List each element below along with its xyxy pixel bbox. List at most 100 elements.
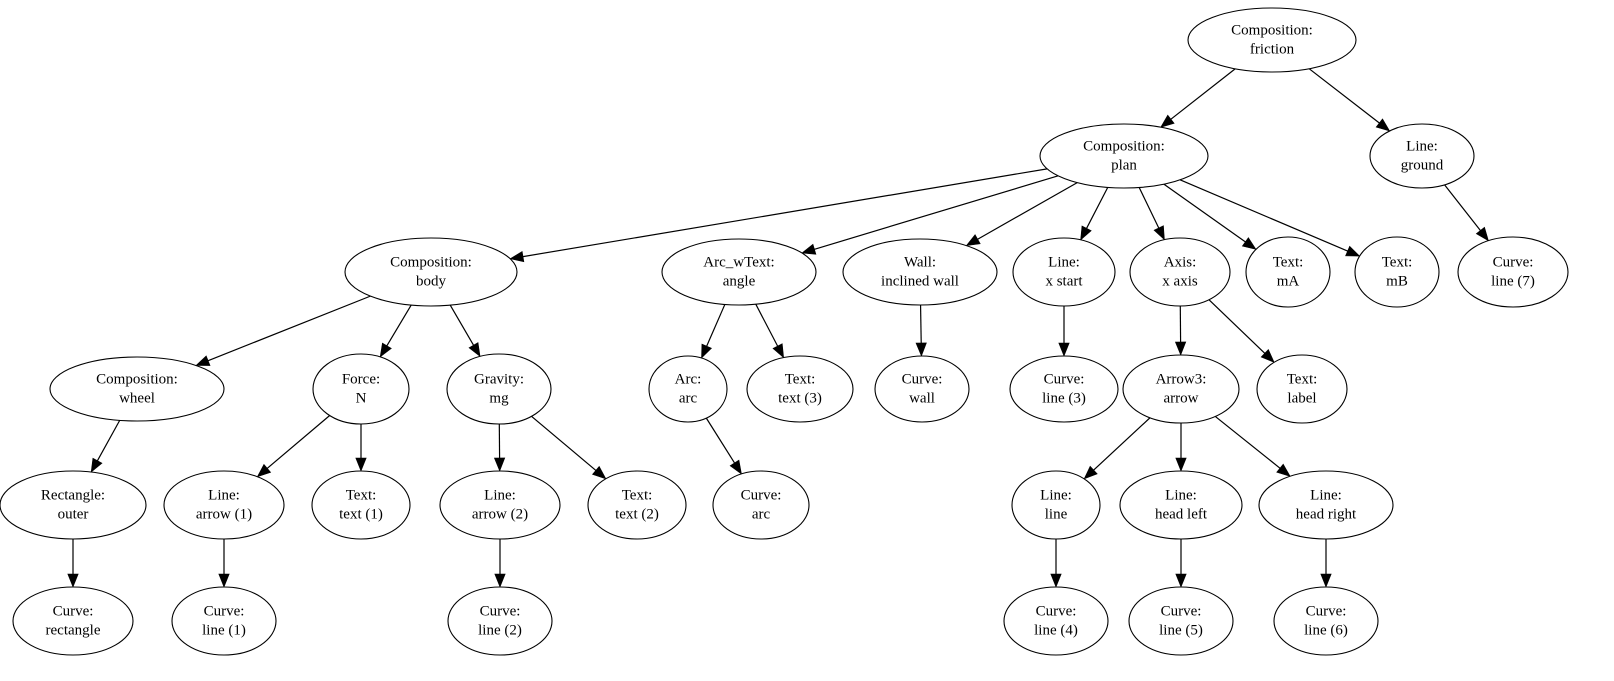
graph-node-xaxis[interactable]: Axis:x axis — [1129, 237, 1231, 307]
graph-node-friction[interactable]: Composition:friction — [1187, 7, 1357, 73]
graph-node-body[interactable]: Composition:body — [344, 237, 518, 307]
node-ellipse[interactable] — [1245, 236, 1331, 308]
graph-node-mA[interactable]: Text:mA — [1245, 236, 1331, 308]
edge-plan-to-mB — [1179, 179, 1361, 257]
graph-node-arrow1[interactable]: Line:arrow (1) — [163, 470, 285, 540]
node-ellipse[interactable] — [0, 470, 147, 540]
node-ellipse[interactable] — [447, 586, 553, 656]
graph-node-headleft[interactable]: Line:head left — [1119, 470, 1243, 540]
graph-node-crect[interactable]: Curve:rectangle — [12, 586, 134, 656]
graph-node-text1[interactable]: Text:text (1) — [311, 470, 411, 540]
edge-plan-to-mA — [1163, 183, 1257, 250]
graph-node-cline5[interactable]: Curve:line (5) — [1128, 586, 1234, 656]
graph-node-plan[interactable]: Composition: plan — [1039, 123, 1209, 189]
graph-node-wall[interactable]: Wall:inclined wall — [842, 238, 998, 306]
node-ellipse[interactable] — [648, 355, 728, 423]
node-label-type: Curve: — [1044, 371, 1085, 387]
node-label-type: Composition: — [1083, 138, 1165, 154]
node-ellipse[interactable] — [661, 238, 817, 306]
node-ellipse[interactable] — [746, 355, 854, 423]
edge-rectouter-to-crect — [67, 539, 79, 588]
arrowhead-icon — [355, 457, 367, 472]
graph-node-arrow2[interactable]: Line:arrow (2) — [439, 470, 561, 540]
node-ellipse[interactable] — [12, 586, 134, 656]
graph-node-rectouter[interactable]: Rectangle:outer — [0, 470, 147, 540]
node-label-name: inclined wall — [881, 273, 959, 289]
node-ellipse[interactable] — [1119, 470, 1243, 540]
node-ellipse[interactable] — [1187, 7, 1357, 73]
graph-node-lineline[interactable]: Line:line — [1011, 470, 1101, 540]
graph-node-ground[interactable]: Line:ground — [1369, 123, 1475, 189]
graph-node-forceN[interactable]: Force:N — [312, 353, 410, 425]
graph-node-cline4[interactable]: Curve:line (4) — [1003, 586, 1109, 656]
graph-node-curvewall[interactable]: Curve:wall — [874, 355, 970, 423]
arrowhead-icon — [1276, 463, 1291, 477]
node-ellipse[interactable] — [1273, 586, 1379, 656]
edge-plan-to-body — [509, 168, 1048, 263]
node-label-name: arc — [752, 506, 771, 522]
graph-node-curvearc[interactable]: Curve:arc — [712, 470, 810, 540]
graph-node-cline2[interactable]: Curve:line (2) — [447, 586, 553, 656]
arrowhead-icon — [965, 234, 981, 247]
edge-line — [1179, 179, 1348, 252]
edge-line — [1170, 68, 1236, 120]
node-ellipse[interactable] — [874, 355, 970, 423]
node-label-type: Arc: — [675, 371, 702, 387]
graph-node-gravity[interactable]: Gravity:mg — [446, 353, 552, 425]
graph-node-angle[interactable]: Arc_wText:angle — [661, 238, 817, 306]
graph-node-line3[interactable]: Curve:line (3) — [1009, 355, 1119, 423]
node-ellipse[interactable] — [1122, 354, 1240, 424]
graph-node-arrow3[interactable]: Arrow3:arrow — [1122, 354, 1240, 424]
node-ellipse[interactable] — [1039, 123, 1209, 189]
graph-node-line7[interactable]: Curve:line (7) — [1457, 236, 1569, 308]
node-ellipse[interactable] — [1012, 237, 1116, 307]
arrowhead-icon — [493, 457, 506, 472]
node-ellipse[interactable] — [1457, 236, 1569, 308]
node-ellipse[interactable] — [344, 237, 518, 307]
node-ellipse[interactable] — [171, 586, 277, 656]
node-label-type: Composition: — [96, 371, 178, 387]
graph-node-wheel[interactable]: Composition:wheel — [49, 356, 225, 422]
node-label-name: line (5) — [1159, 622, 1203, 638]
node-ellipse[interactable] — [1258, 470, 1394, 540]
graph-node-arc[interactable]: Arc:arc — [648, 355, 728, 423]
node-ellipse[interactable] — [1009, 355, 1119, 423]
arrowhead-icon — [1375, 118, 1391, 132]
node-label-name: N — [356, 390, 367, 406]
edge-line — [1208, 299, 1266, 354]
node-label-name: line — [1045, 506, 1068, 522]
graph-node-cline6[interactable]: Curve:line (6) — [1273, 586, 1379, 656]
node-ellipse[interactable] — [842, 238, 998, 306]
node-label-name: line (4) — [1034, 622, 1078, 638]
graph-node-textlabel[interactable]: Text:label — [1256, 354, 1348, 424]
edge-forceN-to-text1 — [355, 424, 367, 472]
graph-node-xstart[interactable]: Line:x start — [1012, 237, 1116, 307]
node-label-name: plan — [1111, 157, 1137, 173]
node-ellipse[interactable] — [446, 353, 552, 425]
node-ellipse[interactable] — [587, 470, 687, 540]
node-ellipse[interactable] — [1011, 470, 1101, 540]
node-ellipse[interactable] — [1128, 586, 1234, 656]
node-ellipse[interactable] — [1354, 236, 1440, 308]
node-ellipse[interactable] — [163, 470, 285, 540]
node-ellipse[interactable] — [712, 470, 810, 540]
graph-node-mB[interactable]: Text:mB — [1354, 236, 1440, 308]
graph-node-cline1[interactable]: Curve:line (1) — [171, 586, 277, 656]
node-ellipse[interactable] — [439, 470, 561, 540]
node-ellipse[interactable] — [49, 356, 225, 422]
node-label-name: head left — [1155, 506, 1208, 522]
node-ellipse[interactable] — [311, 470, 411, 540]
node-ellipse[interactable] — [1369, 123, 1475, 189]
node-ellipse[interactable] — [1256, 354, 1348, 424]
node-ellipse[interactable] — [312, 353, 410, 425]
edge-xstart-to-line3 — [1058, 306, 1070, 357]
node-label-type: Curve: — [1493, 254, 1534, 270]
node-ellipse[interactable] — [1003, 586, 1109, 656]
graph-node-headright[interactable]: Line:head right — [1258, 470, 1394, 540]
node-label-name: x axis — [1162, 273, 1198, 289]
graph-node-text3[interactable]: Text:text (3) — [746, 355, 854, 423]
arrowhead-icon — [915, 342, 927, 357]
graph-node-text2[interactable]: Text:text (2) — [587, 470, 687, 540]
node-ellipse[interactable] — [1129, 237, 1231, 307]
